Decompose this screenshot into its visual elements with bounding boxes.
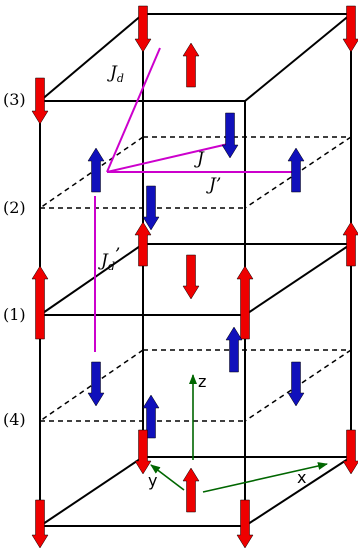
down-arrow-icon-18 [134, 429, 152, 475]
layer-label-3: (3) [3, 90, 26, 109]
jprime-base: J [206, 175, 217, 195]
y-axis-line [150, 464, 185, 491]
jdprime-mark: ’ [115, 245, 120, 265]
layer-label-1: (1) [3, 305, 26, 324]
coupling-label-jprime: J’ [206, 175, 221, 195]
coupling-label-jd: Jd [107, 63, 124, 85]
axes [150, 374, 328, 493]
layer-label-2: (2) [3, 198, 26, 217]
up-arrow-icon-12 [31, 265, 49, 340]
up-arrow-icon-9 [134, 221, 152, 267]
up-arrow-icon-13 [236, 265, 254, 340]
layer-label-4: (4) [3, 410, 26, 429]
coupling-label-jdprime: Jd’ [98, 245, 120, 273]
down-arrow-icon-2 [342, 5, 358, 53]
jdprime-sub: d [108, 260, 115, 273]
down-arrow-icon-8 [142, 185, 160, 231]
axis-label-x: x [297, 468, 306, 487]
jd-base: J [107, 63, 118, 83]
down-arrow-icon-21 [31, 499, 49, 549]
up-arrow-icon-7 [287, 147, 305, 193]
down-arrow-icon-4 [31, 77, 49, 125]
jd-sub: d [117, 72, 124, 85]
up-arrow-icon-10 [342, 221, 358, 267]
x-axis-line [202, 462, 328, 493]
axis-label-y: y [148, 471, 157, 490]
down-arrow-icon-1 [134, 5, 152, 53]
jdprime-base: J [98, 251, 109, 271]
down-arrow-icon-19 [342, 429, 358, 475]
up-arrow-icon-14 [225, 326, 243, 373]
down-arrow-icon-5 [221, 112, 239, 159]
coupling-label-j: J [194, 149, 205, 169]
up-arrow-icon-6 [87, 147, 105, 193]
j-base: J [194, 149, 205, 169]
up-arrow-icon-3 [182, 42, 200, 88]
coupling-lines [94, 47, 296, 352]
down-arrow-icon-11 [182, 254, 200, 300]
down-arrow-icon-16 [87, 361, 105, 407]
jprime-mark: ’ [216, 175, 221, 195]
up-arrow-icon-20 [182, 467, 200, 513]
axis-label-z: z [198, 372, 206, 391]
spin-arrows [31, 5, 358, 549]
up-arrow-icon-17 [142, 394, 160, 439]
down-arrow-icon-15 [287, 361, 305, 407]
down-arrow-icon-22 [236, 499, 254, 549]
